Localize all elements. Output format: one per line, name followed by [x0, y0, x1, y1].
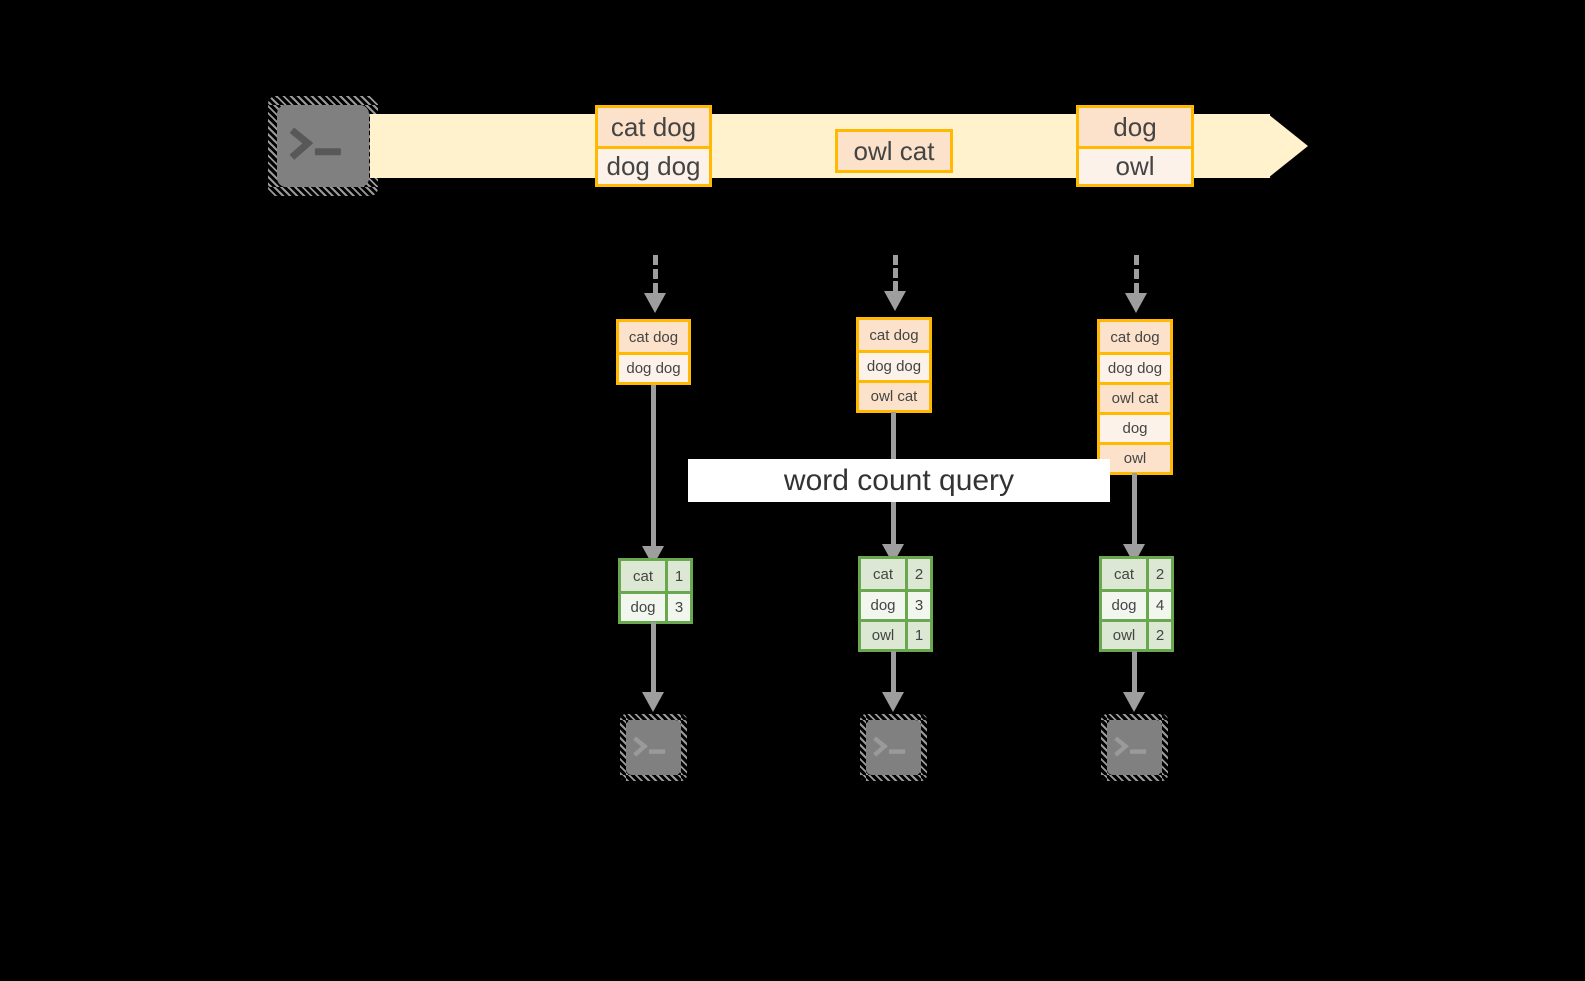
result-count: 1 [905, 622, 930, 649]
result-row: cat 2 [861, 559, 930, 589]
source-terminal-icon [268, 96, 378, 196]
sink-connector-2 [891, 651, 896, 692]
sink-terminal-2 [860, 714, 927, 781]
snapshot-line: cat dog [859, 320, 929, 350]
sink-connector-2-head [882, 692, 904, 712]
result-row: owl 2 [1102, 619, 1171, 649]
terminal-prompt-icon [1113, 735, 1146, 757]
query-label: word count query [783, 463, 1015, 497]
result-word: cat [861, 559, 905, 589]
dashed-connector-3-head [1125, 293, 1147, 313]
terminal-screen [626, 720, 681, 775]
sink-terminal-1 [620, 714, 687, 781]
sink-connector-1 [651, 622, 656, 692]
table-snapshot-2: cat dog dog dog owl cat [856, 317, 932, 413]
snapshot-line: owl cat [1100, 382, 1170, 412]
result-row: owl 1 [861, 619, 930, 649]
result-word: cat [1102, 559, 1146, 589]
result-row: cat 2 [1102, 559, 1171, 589]
dashed-connector-2 [893, 255, 898, 291]
result-count: 2 [905, 559, 930, 589]
result-count: 2 [1146, 559, 1171, 589]
record-line: dog dog [598, 146, 709, 184]
sink-connector-3 [1132, 651, 1137, 692]
snapshot-line: dog dog [1100, 352, 1170, 382]
result-count: 2 [1146, 622, 1171, 649]
snapshot-line: owl [1100, 442, 1170, 472]
terminal-screen [1107, 720, 1162, 775]
result-row: dog 4 [1102, 589, 1171, 619]
snapshot-line: dog [1100, 412, 1170, 442]
dashed-connector-2-head [884, 291, 906, 311]
record-line: cat dog [598, 108, 709, 146]
result-row: dog 3 [861, 589, 930, 619]
result-count: 3 [905, 592, 930, 619]
result-table-2: cat 2 dog 3 owl 1 [858, 556, 933, 652]
query-connector-1 [651, 385, 656, 552]
sink-connector-3-head [1123, 692, 1145, 712]
result-count: 4 [1146, 592, 1171, 619]
stream-record-3: dog owl [1076, 105, 1194, 187]
terminal-prompt-icon [289, 127, 341, 160]
table-snapshot-1: cat dog dog dog [616, 319, 691, 385]
sink-terminal-3 [1101, 714, 1168, 781]
query-connector-3 [1132, 473, 1137, 552]
dashed-connector-3 [1134, 255, 1139, 293]
sink-connector-1-head [642, 692, 664, 712]
stream-record-1: cat dog dog dog [595, 105, 712, 187]
result-row: cat 1 [621, 561, 690, 591]
snapshot-line: dog dog [859, 350, 929, 380]
result-word: owl [1102, 622, 1146, 649]
record-line: owl [1079, 146, 1191, 184]
stream-record-2: owl cat [835, 129, 953, 173]
result-table-3: cat 2 dog 4 owl 2 [1099, 556, 1174, 652]
result-count: 1 [665, 561, 690, 591]
terminal-prompt-icon [632, 735, 665, 757]
terminal-screen [277, 105, 369, 187]
snapshot-line: owl cat [859, 380, 929, 410]
dashed-connector-1-head [644, 293, 666, 313]
dashed-connector-1 [653, 255, 658, 293]
query-label-band: word count query [688, 459, 1110, 502]
result-word: dog [621, 594, 665, 621]
terminal-prompt-icon [872, 735, 905, 757]
result-word: dog [861, 592, 905, 619]
result-word: cat [621, 561, 665, 591]
result-word: owl [861, 622, 905, 649]
table-snapshot-3: cat dog dog dog owl cat dog owl [1097, 319, 1173, 475]
result-count: 3 [665, 594, 690, 621]
stream-arrow-head [1268, 114, 1308, 178]
result-row: dog 3 [621, 591, 690, 621]
snapshot-line: dog dog [619, 352, 688, 382]
result-table-1: cat 1 dog 3 [618, 558, 693, 624]
result-word: dog [1102, 592, 1146, 619]
snapshot-line: cat dog [619, 322, 688, 352]
record-line: owl cat [838, 132, 950, 170]
snapshot-line: cat dog [1100, 322, 1170, 352]
terminal-screen [866, 720, 921, 775]
record-line: dog [1079, 108, 1191, 146]
